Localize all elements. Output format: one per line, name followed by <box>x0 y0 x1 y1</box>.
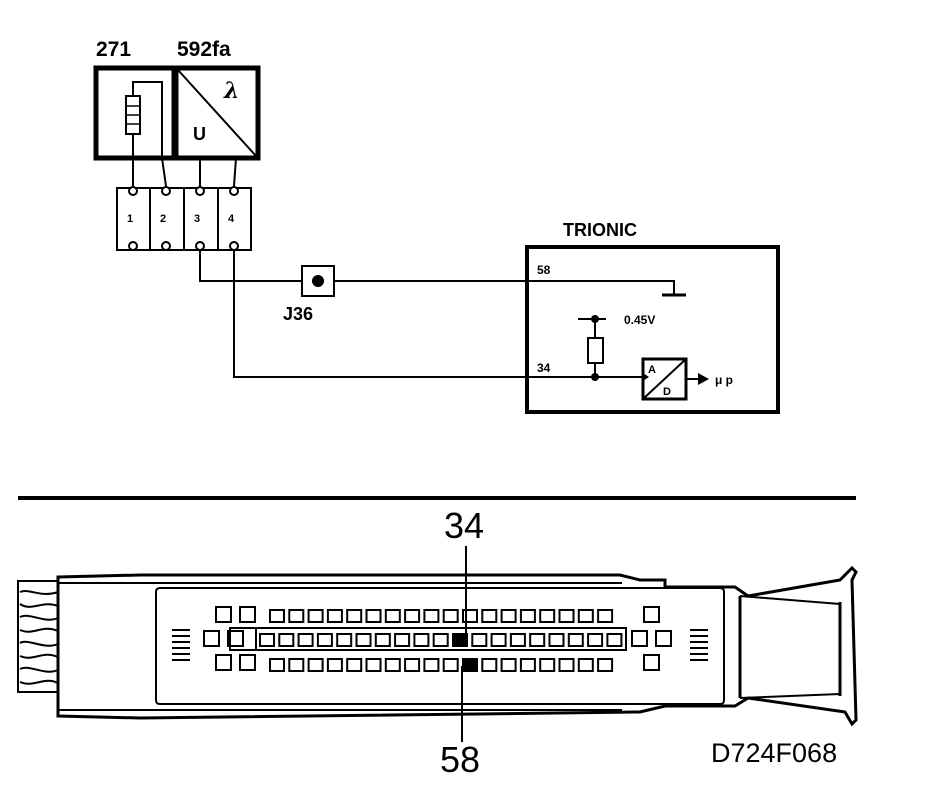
connector-pin-4-label: 4 <box>228 213 235 225</box>
pullup-resistor-icon <box>587 337 604 364</box>
connector-pin <box>432 633 449 647</box>
connector-pin <box>597 609 614 623</box>
reference-voltage-label: 0.45V <box>624 313 655 327</box>
lambda-diagonal <box>177 69 257 157</box>
connector-pin <box>288 658 305 672</box>
connector-pin <box>558 658 575 672</box>
lambda-u-label: U <box>193 124 206 144</box>
connector-pin <box>500 658 517 672</box>
connector-pin <box>297 633 314 647</box>
connector-pin <box>326 658 343 672</box>
connector-pin <box>404 609 421 623</box>
connector-pin-2-label: 2 <box>160 213 166 225</box>
connector-pin <box>336 633 353 647</box>
connector-pin <box>539 658 556 672</box>
connector-pin <box>288 609 305 623</box>
connector-pin <box>558 609 575 623</box>
connector-pin <box>442 609 459 623</box>
highlighted-pin <box>452 633 468 647</box>
arrow-right-icon <box>698 373 709 385</box>
connector-pin <box>471 633 488 647</box>
connector-pin <box>365 609 382 623</box>
connector-pin <box>587 633 604 647</box>
wire-bundle <box>17 580 59 693</box>
connector-pin <box>394 633 411 647</box>
connector-pin <box>374 633 391 647</box>
connector-pin <box>346 609 363 623</box>
highlighted-pin <box>462 658 478 672</box>
connector-pin <box>481 658 498 672</box>
sensor-heater-label: 271 <box>96 38 131 61</box>
connector-pin <box>442 658 459 672</box>
connector-pin <box>316 633 333 647</box>
connector-pin <box>577 609 594 623</box>
connector-pin <box>355 633 372 647</box>
connector-pin <box>423 609 440 623</box>
ecu-connector-view <box>17 565 858 727</box>
connector-pin <box>307 658 324 672</box>
lambda-block <box>173 65 261 161</box>
sensor-connector: 1 2 3 4 <box>116 186 252 251</box>
lambda-symbol-icon: λ <box>223 78 239 104</box>
figure-code: D724F068 <box>711 738 837 768</box>
wire-pin3-ground <box>199 250 302 282</box>
connector-pin <box>413 633 430 647</box>
connector-pin <box>577 658 594 672</box>
ecu-pin-58-label: 58 <box>537 263 551 277</box>
ecu-box <box>525 245 780 414</box>
pin-rows <box>259 609 623 672</box>
connector-pin <box>567 633 584 647</box>
connector-pin <box>519 658 536 672</box>
connector-pin <box>529 633 546 647</box>
pin-34-callout: 34 <box>444 505 484 546</box>
adc-d-label: D <box>663 386 671 398</box>
connector-pin <box>500 609 517 623</box>
connector-pin-1-label: 1 <box>127 213 133 225</box>
connector-pin <box>509 633 526 647</box>
connector-pin <box>365 658 382 672</box>
ecu-pin-34-label: 34 <box>537 361 551 375</box>
connector-pin <box>606 633 623 647</box>
adc-a-label: A <box>648 364 656 376</box>
junction-label: J36 <box>283 304 313 324</box>
connector-pin <box>269 658 285 672</box>
connector-pin <box>307 609 324 623</box>
connector-pin <box>539 609 556 623</box>
connector-pin <box>519 609 536 623</box>
connector-pin <box>597 658 614 672</box>
connector-pin <box>481 609 498 623</box>
connector-pin <box>269 609 285 623</box>
connector-pin-3-label: 3 <box>194 213 200 225</box>
connector-pin <box>423 658 440 672</box>
wire-pin4-signal <box>233 250 595 378</box>
connector-pin <box>326 609 343 623</box>
ecu-title: TRIONIC <box>563 220 637 240</box>
pin-58-callout: 58 <box>440 739 480 780</box>
connector-pin <box>404 658 421 672</box>
junction-dot-icon <box>312 275 324 287</box>
connector-pin <box>259 633 275 647</box>
microprocessor-label: μ p <box>715 373 733 387</box>
connector-pin <box>384 658 401 672</box>
connector-pin <box>346 658 363 672</box>
connector-pin <box>548 633 565 647</box>
connector-pin <box>490 633 507 647</box>
connector-pin <box>278 633 295 647</box>
connector-pin <box>384 609 401 623</box>
sensor-lambda-label: 592fa <box>177 38 231 61</box>
connector-face <box>155 587 725 705</box>
